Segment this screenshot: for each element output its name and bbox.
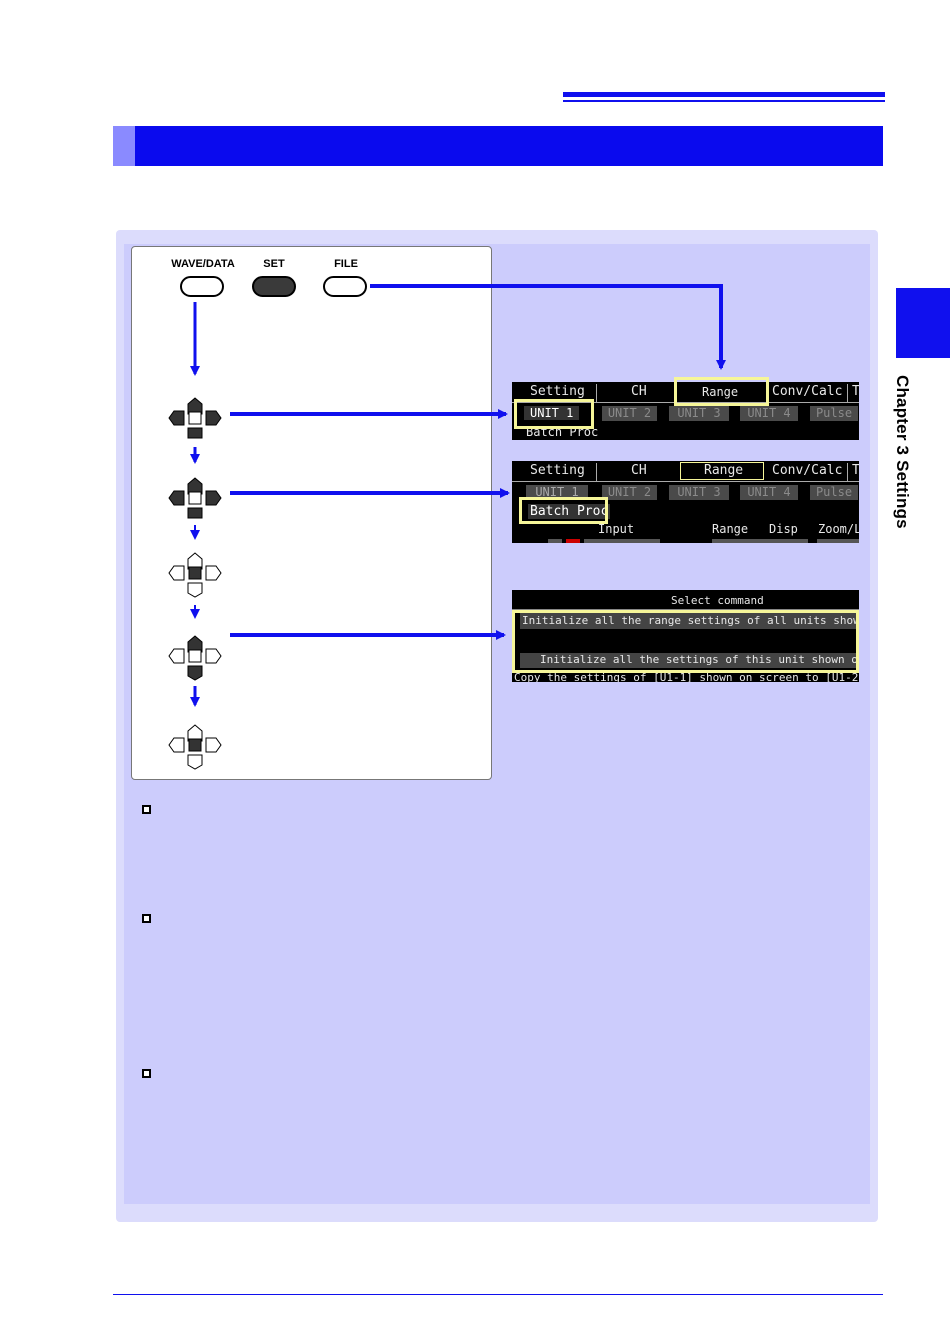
flow-diagram xyxy=(168,284,726,770)
chapter-tab xyxy=(896,288,950,358)
tab-setting[interactable]: Setting xyxy=(530,384,585,399)
bullet-1 xyxy=(142,805,151,814)
unit2-button[interactable]: UNIT 2 xyxy=(602,406,657,421)
tab-range[interactable]: Range xyxy=(702,385,739,399)
file-connector xyxy=(370,284,726,370)
batch-proc-highlight xyxy=(519,497,608,524)
command-init-all-ranges[interactable]: Initialize all the range settings of all… xyxy=(522,614,859,627)
chapter-label: Chapter 3 Settings xyxy=(893,375,912,529)
col-input: Input xyxy=(598,522,635,536)
tab-t[interactable]: T xyxy=(852,384,859,399)
wave-data-label: WAVE/DATA xyxy=(171,258,235,270)
footer-rule xyxy=(113,1294,883,1295)
dpad-icon-1 xyxy=(168,397,222,439)
col-range: Range xyxy=(712,522,749,536)
unit1-highlight xyxy=(514,399,594,429)
unit4-button[interactable]: UNIT 4 xyxy=(740,485,798,500)
col-zoom: Zoom/L xyxy=(818,522,859,536)
dpad-icon-5 xyxy=(168,724,222,770)
unit1-button[interactable]: UNIT 1 xyxy=(524,406,580,420)
command-init-unit[interactable]: Initialize all the settings of this unit… xyxy=(540,653,859,666)
batch-proc-button[interactable]: Batch Proc xyxy=(528,504,611,519)
section-title-bar xyxy=(113,126,883,166)
dialog-title: Select command xyxy=(671,594,764,607)
bullet-3 xyxy=(142,1069,151,1078)
tab-setting[interactable]: Setting xyxy=(530,463,585,478)
unit1-button[interactable]: UNIT 1 xyxy=(526,485,588,500)
header-rule-thin xyxy=(563,100,885,102)
tab-conv-calc[interactable]: Conv/Calc xyxy=(772,463,843,478)
file-label: FILE xyxy=(334,258,358,270)
tab-ch[interactable]: CH xyxy=(631,463,647,478)
unit3-button[interactable]: UNIT 3 xyxy=(669,406,729,421)
unit4-button[interactable]: UNIT 4 xyxy=(740,406,798,421)
wave-data-button[interactable] xyxy=(180,276,224,297)
command-copy-settings[interactable]: Copy the settings of [U1-1] shown on scr… xyxy=(514,671,859,682)
dpad-icon-2 xyxy=(168,477,222,519)
set-label: SET xyxy=(263,258,285,270)
pulse-button[interactable]: Pulse xyxy=(810,485,858,500)
col-disp: Disp xyxy=(769,522,798,536)
file-button[interactable] xyxy=(323,276,367,297)
range-highlight xyxy=(674,377,769,406)
command-list-highlight xyxy=(512,610,859,673)
pulse-button[interactable]: Pulse xyxy=(810,406,858,421)
unit2-button[interactable]: UNIT 2 xyxy=(602,485,657,500)
screen-range-tab: Setting CH Range Conv/Calc T UNIT 1 UNIT… xyxy=(512,382,859,440)
bullet-2 xyxy=(142,914,151,923)
tab-ch[interactable]: CH xyxy=(631,384,647,399)
screen-batch-proc: Setting CH Range Conv/Calc T UNIT 1 UNIT… xyxy=(512,461,859,543)
tab-conv-calc[interactable]: Conv/Calc xyxy=(772,384,843,399)
tab-range[interactable]: Range xyxy=(704,463,744,478)
header-rule-thick xyxy=(563,92,885,97)
set-button[interactable] xyxy=(252,276,296,297)
chapter-label-wrap: Chapter 3 Settings xyxy=(892,375,932,575)
dpad-icon-3 xyxy=(168,552,222,598)
unit3-button[interactable]: UNIT 3 xyxy=(669,485,729,500)
dpad-icon-4 xyxy=(168,635,222,681)
screen-select-command: Select command Initialize all the range … xyxy=(512,590,859,682)
tab-t[interactable]: T xyxy=(852,463,859,478)
section-title-tab xyxy=(113,126,135,166)
